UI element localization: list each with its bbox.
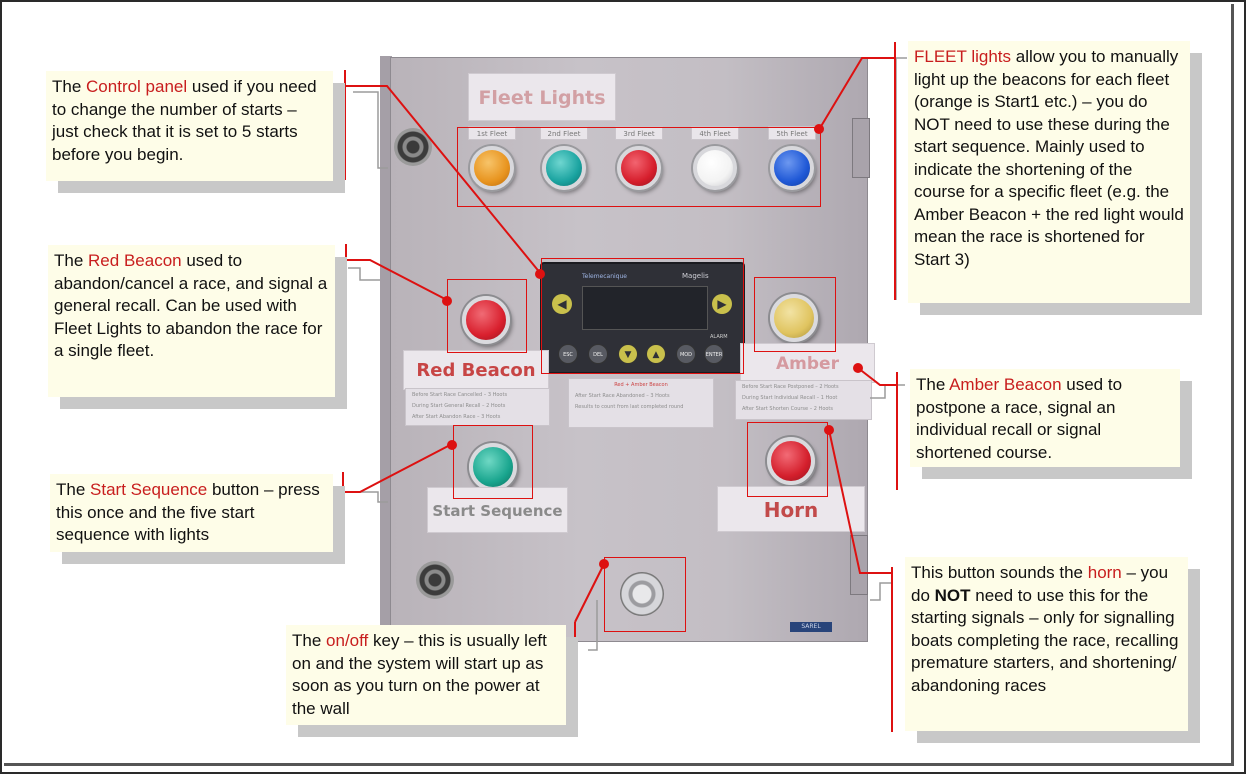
callout-text: button – press this once and the five st… xyxy=(56,480,320,544)
callout-bold: NOT xyxy=(934,585,971,605)
fleet-lamp[interactable] xyxy=(770,146,814,190)
callout-highlight: on/off xyxy=(326,631,369,650)
control-panel-callout: The Control panel used if you need to ch… xyxy=(46,71,333,181)
esc-key[interactable]: ESC xyxy=(558,344,578,364)
horn-button[interactable] xyxy=(767,437,815,485)
fleet-light-4[interactable]: 4th Fleet xyxy=(687,126,743,190)
callout-text: key – this is usually left on and the sy… xyxy=(292,631,547,718)
panel-keys: ESC DEL ▼ ▲ MOD ENTER xyxy=(558,344,738,366)
info-row: Results to count from last completed rou… xyxy=(575,404,684,410)
amber-beacon-button[interactable] xyxy=(770,294,818,342)
callout-text: need to use this for the starting signal… xyxy=(911,585,1179,695)
info-row: During Start Individual Recall – 1 Hoot xyxy=(742,395,838,401)
control-panel-highlight xyxy=(541,258,744,374)
start-sequence-button[interactable] xyxy=(469,443,517,491)
info-row: Before Start Race Postponed – 2 Hoots xyxy=(742,384,839,390)
callout-highlight: FLEET lights xyxy=(914,47,1012,66)
connector-dot xyxy=(447,440,457,450)
start-sequence-highlight xyxy=(453,425,533,499)
del-key[interactable]: DEL xyxy=(588,344,608,364)
up-arrow-icon[interactable]: ▲ xyxy=(646,344,666,364)
red-beacon-callout: The Red Beacon used to abandon/cancel a … xyxy=(48,245,335,397)
down-arrow-icon[interactable]: ▼ xyxy=(618,344,638,364)
sarel-badge: SAREL xyxy=(790,622,832,632)
horn-callout: This button sounds the horn – you do NOT… xyxy=(905,557,1188,731)
info-row: After Start Shorten Course – 2 Hoots xyxy=(742,406,834,412)
connector-dot xyxy=(853,363,863,373)
callout-text: The xyxy=(916,375,950,394)
fleet-lights-callout: FLEET lights allow you to manually light… xyxy=(908,41,1190,303)
panel-screen xyxy=(582,286,708,330)
red-beacon-highlight xyxy=(447,279,527,353)
callout-text: This button sounds the xyxy=(911,563,1088,582)
start-sequence-label: Start Sequence xyxy=(427,487,568,533)
fleet-lamp[interactable] xyxy=(617,146,661,190)
info-row: During Start General Recall – 2 Hoots xyxy=(412,403,506,409)
cabinet-lock-top xyxy=(394,128,432,166)
on-off-highlight xyxy=(604,557,686,632)
fleet-lamp[interactable] xyxy=(542,146,586,190)
fleet-lamp[interactable] xyxy=(693,146,737,190)
fleet-light-2[interactable]: 2nd Fleet xyxy=(536,126,592,190)
info-row: After Start Race Abandoned – 3 Hoots xyxy=(575,393,670,399)
slide-frame-shadow xyxy=(4,4,1234,766)
connector-dot xyxy=(535,269,545,279)
red-beacon-info-card: Before Start Race Cancelled – 3 Hoots Du… xyxy=(405,388,550,426)
fleet-light-3[interactable]: 3rd Fleet xyxy=(611,126,667,190)
on-off-callout: The on/off key – this is usually left on… xyxy=(286,625,566,725)
right-arrow-icon[interactable]: ▶ xyxy=(712,294,732,314)
connector-dot xyxy=(599,559,609,569)
cabinet-hinge-bottom xyxy=(850,535,868,595)
callout-text: The xyxy=(56,480,91,499)
callout-highlight: Control panel xyxy=(86,77,188,96)
callout-text: The xyxy=(292,631,327,650)
horn-highlight xyxy=(747,422,828,497)
fleet-light-label: 2nd Fleet xyxy=(540,126,588,140)
callout-highlight: Amber Beacon xyxy=(949,375,1062,394)
red-amber-info-card: Red + Amber Beacon After Start Race Aban… xyxy=(568,378,714,428)
connector-dot xyxy=(814,124,824,134)
info-row: Before Start Race Cancelled – 3 Hoots xyxy=(412,392,508,398)
on-off-key-switch[interactable] xyxy=(620,572,664,616)
callout-highlight: Red Beacon xyxy=(88,251,182,270)
cabinet-lock-bottom xyxy=(416,561,454,599)
red-beacon-button[interactable] xyxy=(462,296,510,344)
cabinet-hinge-top xyxy=(852,118,870,178)
callout-text: – you do xyxy=(911,563,1169,605)
red-beacon-label: Red Beacon xyxy=(403,350,549,390)
callout-text: The xyxy=(52,77,87,96)
amber-beacon-callout: The Amber Beacon used to postpone a race… xyxy=(910,369,1180,467)
info-row: After Start Abandon Race – 3 Hoots xyxy=(412,414,501,420)
amber-beacon-info-card: Before Start Race Postponed – 2 Hoots Du… xyxy=(735,380,872,420)
callout-text: allow you to manually light up the beaco… xyxy=(914,47,1184,269)
connector-dot xyxy=(824,425,834,435)
panel-model: Magelis xyxy=(682,272,709,280)
enter-key[interactable]: ENTER xyxy=(704,344,724,364)
info-title: Red + Amber Beacon xyxy=(614,382,668,388)
callout-text: used to abandon/cancel a race, and signa… xyxy=(54,251,328,360)
mod-key[interactable]: MOD xyxy=(676,344,696,364)
connector-dot xyxy=(442,296,452,306)
callout-text: used to postpone a race, signal an indiv… xyxy=(916,375,1123,462)
callout-text: used if you need to change the number of… xyxy=(52,77,317,164)
amber-beacon-highlight xyxy=(754,277,836,352)
panel-brand: Telemecanique xyxy=(582,273,627,280)
fleet-light-label: 3rd Fleet xyxy=(615,126,663,140)
left-arrow-icon[interactable]: ◀ xyxy=(552,294,572,314)
fleet-lights-highlight xyxy=(457,127,821,207)
panel-alarm-label: ALARM xyxy=(710,334,728,340)
fleet-light-5[interactable]: 5th Fleet xyxy=(764,126,820,190)
callout-highlight: horn xyxy=(1087,563,1122,582)
fleet-light-label: 4th Fleet xyxy=(691,126,739,140)
start-sequence-callout: The Start Sequence button – press this o… xyxy=(50,474,333,552)
callout-text: The xyxy=(54,251,89,270)
fleet-lights-label: Fleet Lights xyxy=(468,73,616,121)
callout-highlight: Start Sequence xyxy=(90,480,208,499)
